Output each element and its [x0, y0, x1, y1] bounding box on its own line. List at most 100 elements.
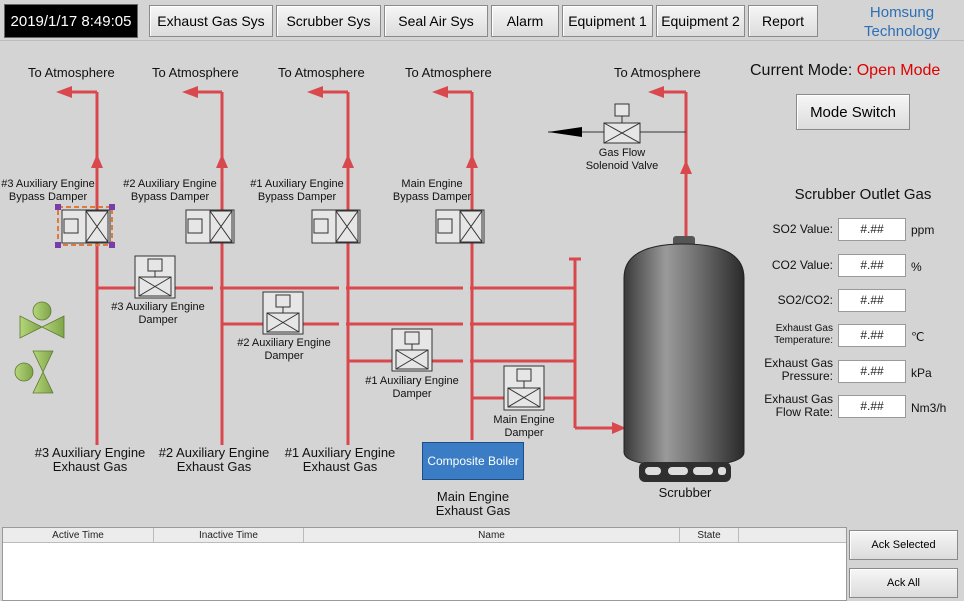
label-line: Bypass Damper	[130, 191, 210, 203]
aux3-bypass-damper-icon[interactable]	[55, 204, 115, 248]
label-line: Exhaust Gas	[764, 356, 833, 370]
to-atmosphere-label-5: To Atmosphere	[614, 65, 701, 80]
label-line: Damper	[504, 427, 544, 439]
so2-co2-label: SO2/CO2:	[778, 294, 833, 307]
outlet-gas-title: Scrubber Outlet Gas	[794, 186, 932, 203]
main-damper-icon[interactable]	[503, 365, 545, 411]
fan-icon-2	[14, 350, 54, 394]
label-line: Bypass Damper	[257, 191, 337, 203]
pressure-value-field: #.##	[838, 360, 906, 383]
label-line: Flow Rate:	[775, 405, 833, 419]
so2-label: SO2 Value:	[773, 223, 833, 236]
label-line: #2 Auxiliary Engine	[158, 445, 270, 460]
label-line: Exhaust Gas	[775, 323, 833, 334]
flow-arrows	[56, 86, 692, 434]
scrubber-tank[interactable]	[623, 236, 745, 482]
fan-icon-1	[19, 301, 65, 339]
temperature-value-field: #.##	[838, 324, 906, 347]
label-line: Exhaust Gas	[176, 459, 252, 474]
aux1-damper-label: #1 Auxiliary Engine Damper	[364, 375, 460, 401]
composite-boiler[interactable]: Composite Boiler	[422, 442, 524, 480]
aux1-bypass-damper-icon[interactable]	[311, 209, 361, 244]
label-line: #3 Auxiliary Engine	[111, 301, 205, 313]
column-header-inactive-time[interactable]: Inactive Time	[154, 528, 304, 543]
label-line: Pressure:	[781, 369, 833, 383]
label-line: Main Engine	[436, 489, 510, 504]
label-line: Exhaust Gas	[435, 503, 511, 518]
column-header-active-time[interactable]: Active Time	[3, 528, 154, 543]
brand-line-1: Homsung	[869, 4, 935, 21]
brand-logo-text: Homsung Technology	[842, 3, 962, 41]
main-bypass-damper-icon[interactable]	[435, 209, 485, 244]
label-line: #2 Auxiliary Engine	[123, 178, 217, 190]
nav-equipment-1[interactable]: Equipment 1	[562, 5, 653, 37]
main-damper-label: Main Engine Damper	[488, 414, 560, 440]
pressure-label: Exhaust Gas Pressure:	[764, 357, 833, 383]
co2-value-field: #.##	[838, 254, 906, 277]
label-line: #1 Auxiliary Engine	[365, 375, 459, 387]
so2-value-field: #.##	[838, 218, 906, 241]
label-line: #1 Auxiliary Engine	[250, 178, 344, 190]
aux3-bypass-damper-label: #3 Auxiliary Engine Bypass Damper	[0, 178, 96, 204]
label-line: Main Engine	[493, 414, 555, 426]
aux2-bypass-damper-label: #2 Auxiliary Engine Bypass Damper	[122, 178, 218, 204]
label-line: Solenoid Valve	[585, 160, 659, 172]
column-header-state[interactable]: State	[680, 528, 739, 543]
ack-selected-button[interactable]: Ack Selected	[849, 530, 958, 560]
pipe-crossovers	[213, 286, 470, 364]
nav-alarm[interactable]: Alarm	[491, 5, 559, 37]
flow-rate-value-field: #.##	[838, 395, 906, 418]
label-line: SO2/CO2:	[777, 293, 833, 307]
label-line: Exhaust Gas	[302, 459, 378, 474]
main-bypass-damper-label: Main Engine Bypass Damper	[384, 178, 480, 204]
solenoid-valve-icon[interactable]	[548, 103, 686, 144]
aux2-damper-label: #2 Auxiliary Engine Damper	[236, 337, 332, 363]
nav-report[interactable]: Report	[748, 5, 818, 37]
mode-switch-button[interactable]: Mode Switch	[796, 94, 910, 130]
label-line: Gas Flow	[598, 147, 646, 159]
aux2-bypass-damper-icon[interactable]	[185, 209, 235, 244]
solenoid-valve-label: Gas Flow Solenoid Valve	[582, 147, 662, 173]
ack-all-button[interactable]: Ack All	[849, 568, 958, 598]
main-exhaust-source-label: Main Engine Exhaust Gas	[418, 490, 528, 518]
co2-unit: %	[911, 260, 922, 274]
to-atmosphere-label-3: To Atmosphere	[278, 65, 365, 80]
pressure-unit: kPa	[911, 366, 932, 380]
aux3-damper-icon[interactable]	[134, 255, 176, 299]
clock-display: 2019/1/17 8:49:05	[4, 4, 138, 38]
column-header-extra	[739, 528, 846, 543]
temperature-unit: ℃	[911, 330, 925, 344]
temperature-label: Exhaust Gas Temperature:	[774, 323, 833, 347]
aux2-damper-icon[interactable]	[262, 291, 304, 335]
so2-unit: ppm	[911, 223, 935, 237]
label-line: Bypass Damper	[8, 191, 88, 203]
label-line: #3 Auxiliary Engine	[34, 445, 146, 460]
aux3-damper-label: #3 Auxiliary Engine Damper	[110, 301, 206, 327]
flow-rate-label: Exhaust Gas Flow Rate:	[764, 393, 833, 419]
scrubber-label: Scrubber	[658, 485, 712, 500]
aux1-bypass-damper-label: #1 Auxiliary Engine Bypass Damper	[249, 178, 345, 204]
nav-equipment-2[interactable]: Equipment 2	[656, 5, 745, 37]
nav-exhaust-gas-sys[interactable]: Exhaust Gas Sys	[149, 5, 273, 37]
label-line: #1 Auxiliary Engine	[284, 445, 396, 460]
to-atmosphere-label-2: To Atmosphere	[152, 65, 239, 80]
brand-line-2: Technology	[864, 23, 940, 40]
alarm-table[interactable]: Active Time Inactive Time Name State	[2, 527, 847, 601]
nav-scrubber-sys[interactable]: Scrubber Sys	[276, 5, 381, 37]
column-header-name[interactable]: Name	[304, 528, 680, 543]
header-divider	[0, 40, 964, 41]
aux1-damper-icon[interactable]	[391, 328, 433, 372]
label-line: Damper	[264, 350, 304, 362]
current-mode-display: Current Mode: Open Mode	[750, 62, 940, 80]
nav-seal-air-sys[interactable]: Seal Air Sys	[384, 5, 488, 37]
label-line: SO2 Value:	[772, 222, 833, 236]
label-line: Temperature:	[774, 335, 833, 346]
label-line: Exhaust Gas	[764, 392, 833, 406]
label-line: Damper	[138, 314, 178, 326]
label-line: Main Engine	[401, 178, 463, 190]
to-atmosphere-label-4: To Atmosphere	[405, 65, 492, 80]
co2-label: CO2 Value:	[772, 259, 833, 272]
label-line: Bypass Damper	[392, 191, 472, 203]
flow-rate-unit: Nm3/h	[911, 401, 947, 415]
